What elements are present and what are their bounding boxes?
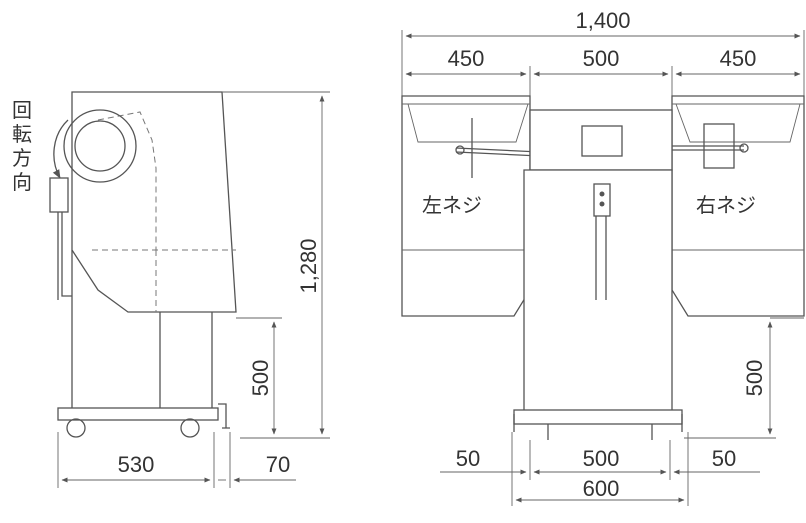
dim-front-base-left: 50: [456, 446, 480, 471]
dim-front-total-width: 1,400: [575, 8, 630, 33]
dim-ext-bottom-front: [511, 432, 689, 506]
dim-ext-lines-bottom-side: [57, 432, 231, 488]
side-hopper-body: [71, 91, 237, 313]
rotation-char-3: 方: [12, 146, 32, 170]
side-drum-inner: [74, 120, 126, 172]
dim-side-height-lower: 500: [248, 360, 273, 397]
switch-button-top: [599, 191, 605, 197]
label-right-screw: 右ネジ: [696, 193, 756, 217]
rotation-char-1: 回: [12, 98, 32, 122]
rotation-arrow-icon: [52, 119, 69, 179]
dim-side-height-total: 1,280: [296, 238, 321, 293]
dim-front-base-total: 600: [583, 476, 620, 501]
dim-side-width-base: 530: [118, 452, 155, 477]
side-foot-adjuster: [218, 403, 230, 429]
dim-front-right-wing: 450: [720, 46, 757, 71]
dim-side-width-handle: 70: [266, 452, 290, 477]
rotation-char-4: 向: [12, 170, 32, 194]
side-caster-right: [180, 418, 200, 438]
side-crank-box: [49, 177, 69, 213]
left-shaft-bolt: [455, 145, 465, 155]
side-drum-outer: [63, 109, 137, 183]
left-hopper-details: [402, 103, 530, 251]
center-column: [523, 169, 673, 413]
front-base-frame: [513, 409, 683, 425]
dim-front-center: 500: [583, 46, 620, 71]
center-motor-housing: [529, 109, 673, 171]
front-view: 1,400 450 500 450 左ネジ 右ネジ: [401, 8, 805, 506]
dim-front-base-right: 50: [712, 446, 736, 471]
dim-ext-top: [401, 30, 805, 104]
right-screw-shaft: [664, 145, 744, 151]
side-hopper-hidden-lines: [92, 111, 236, 312]
dim-ext-right-500: [684, 317, 804, 439]
right-hopper-details: [672, 103, 804, 251]
left-hopper: [401, 95, 531, 317]
rotation-char-2: 転: [12, 122, 32, 146]
switch-cable: [595, 216, 607, 300]
dim-front-right-height: 500: [742, 360, 767, 397]
dim-front-left-wing: 450: [448, 46, 485, 71]
side-crank-rod: [57, 212, 72, 300]
dim-line-1280: [222, 91, 330, 439]
right-shaft-bolt: [739, 143, 749, 153]
switch-button-bottom: [599, 201, 605, 207]
rotation-direction-label: 回 転 方 向: [12, 98, 32, 194]
side-caster-left: [66, 418, 86, 438]
side-stand-legs: [71, 250, 213, 412]
front-feet: [513, 414, 683, 440]
switch-box: [593, 183, 611, 217]
side-view: 回 転 方 向 1,280 500: [12, 91, 330, 488]
center-control-panel: [581, 125, 623, 157]
dim-front-base-center: 500: [583, 446, 620, 471]
left-screw-shaft: [455, 147, 541, 157]
label-left-screw: 左ネジ: [422, 193, 482, 217]
side-base-frame: [57, 407, 219, 421]
